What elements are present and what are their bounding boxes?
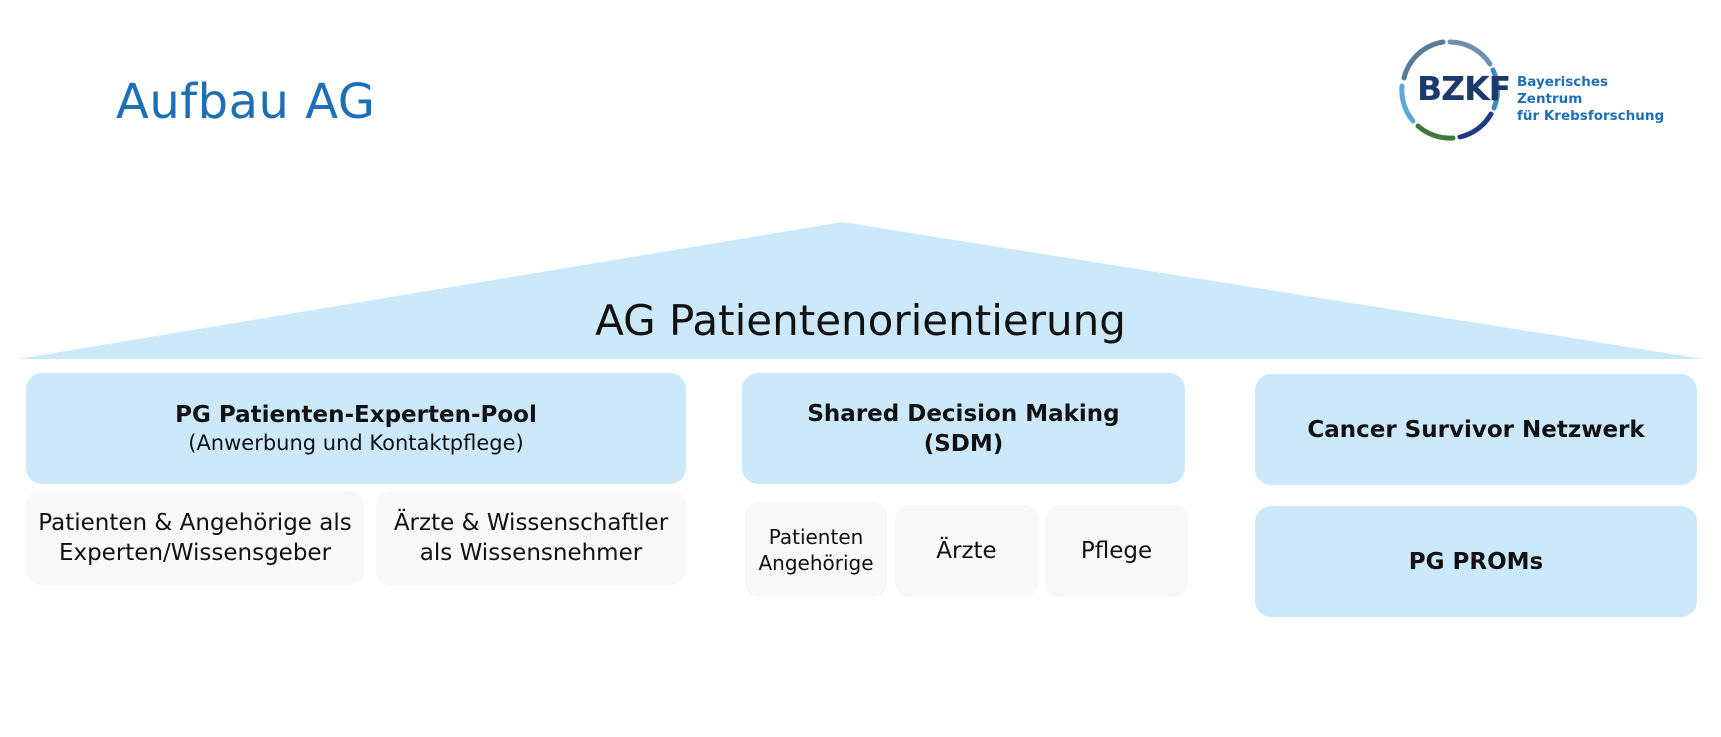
logo-letters: BZKF — [1417, 69, 1511, 108]
sub-box-aerzte-wissenschaftler: Ärzte & Wissenschaftler als Wissensnehme… — [376, 491, 686, 585]
sub-box-line1: Patienten & Angehörige als — [38, 510, 352, 536]
sub-box-line1: Pflege — [1080, 538, 1153, 564]
pillar-title: PG PROMs — [1408, 548, 1544, 575]
pillar-title: PG Patienten-Experten-Pool — [175, 402, 537, 428]
logo-subtitle-line2: für Krebsforschung — [1517, 108, 1665, 124]
sub-box-line2: als Wissensnehmer — [419, 540, 643, 566]
pillar-patienten-experten-pool: PG Patienten-Experten-Pool (Anwerbung un… — [26, 373, 686, 484]
pillar-title-line2: (SDM) — [923, 430, 1004, 457]
sub-box-pflege-sdm: Pflege — [1045, 505, 1188, 597]
logo-subtitle-line1: Bayerisches Zentrum — [1517, 74, 1609, 107]
box-pg-proms: PG PROMs — [1255, 506, 1697, 617]
roof-triangle — [18, 222, 1704, 359]
sub-box-patienten-angehoerige-sdm: Patienten Angehörige — [745, 502, 887, 597]
pillar-shared-decision-making: Shared Decision Making (SDM) — [742, 373, 1185, 484]
bzkf-logo: BZKF Bayerisches Zentrum für Krebsforsch… — [1398, 38, 1668, 144]
pillar-subtitle: (Anwerbung und Kontaktpflege) — [188, 431, 524, 455]
sub-box-patienten-angehoerige: Patienten & Angehörige als Experten/Wiss… — [26, 491, 364, 585]
roof-shape — [18, 222, 1704, 359]
sub-box-line1: Patienten — [768, 524, 864, 549]
logo-subtitle: Bayerisches Zentrum für Krebsforschung — [1517, 74, 1668, 125]
sub-box-aerzte-sdm: Ärzte — [895, 505, 1038, 597]
pillar-title-line1: Shared Decision Making — [807, 400, 1120, 427]
pillar-cancer-survivor-netzwerk: Cancer Survivor Netzwerk — [1255, 374, 1697, 485]
sub-box-line1: Ärzte — [936, 538, 997, 564]
logo-ring-icon — [1399, 39, 1500, 141]
pillar-title: Cancer Survivor Netzwerk — [1307, 416, 1645, 443]
sub-box-line2: Experten/Wissensgeber — [58, 540, 332, 566]
page-title: Aufbau AG — [116, 74, 376, 130]
sub-box-line2: Angehörige — [758, 550, 874, 575]
sub-box-line1: Ärzte & Wissenschaftler — [393, 510, 669, 536]
roof-label: AG Patientenorientierung — [595, 296, 1126, 345]
